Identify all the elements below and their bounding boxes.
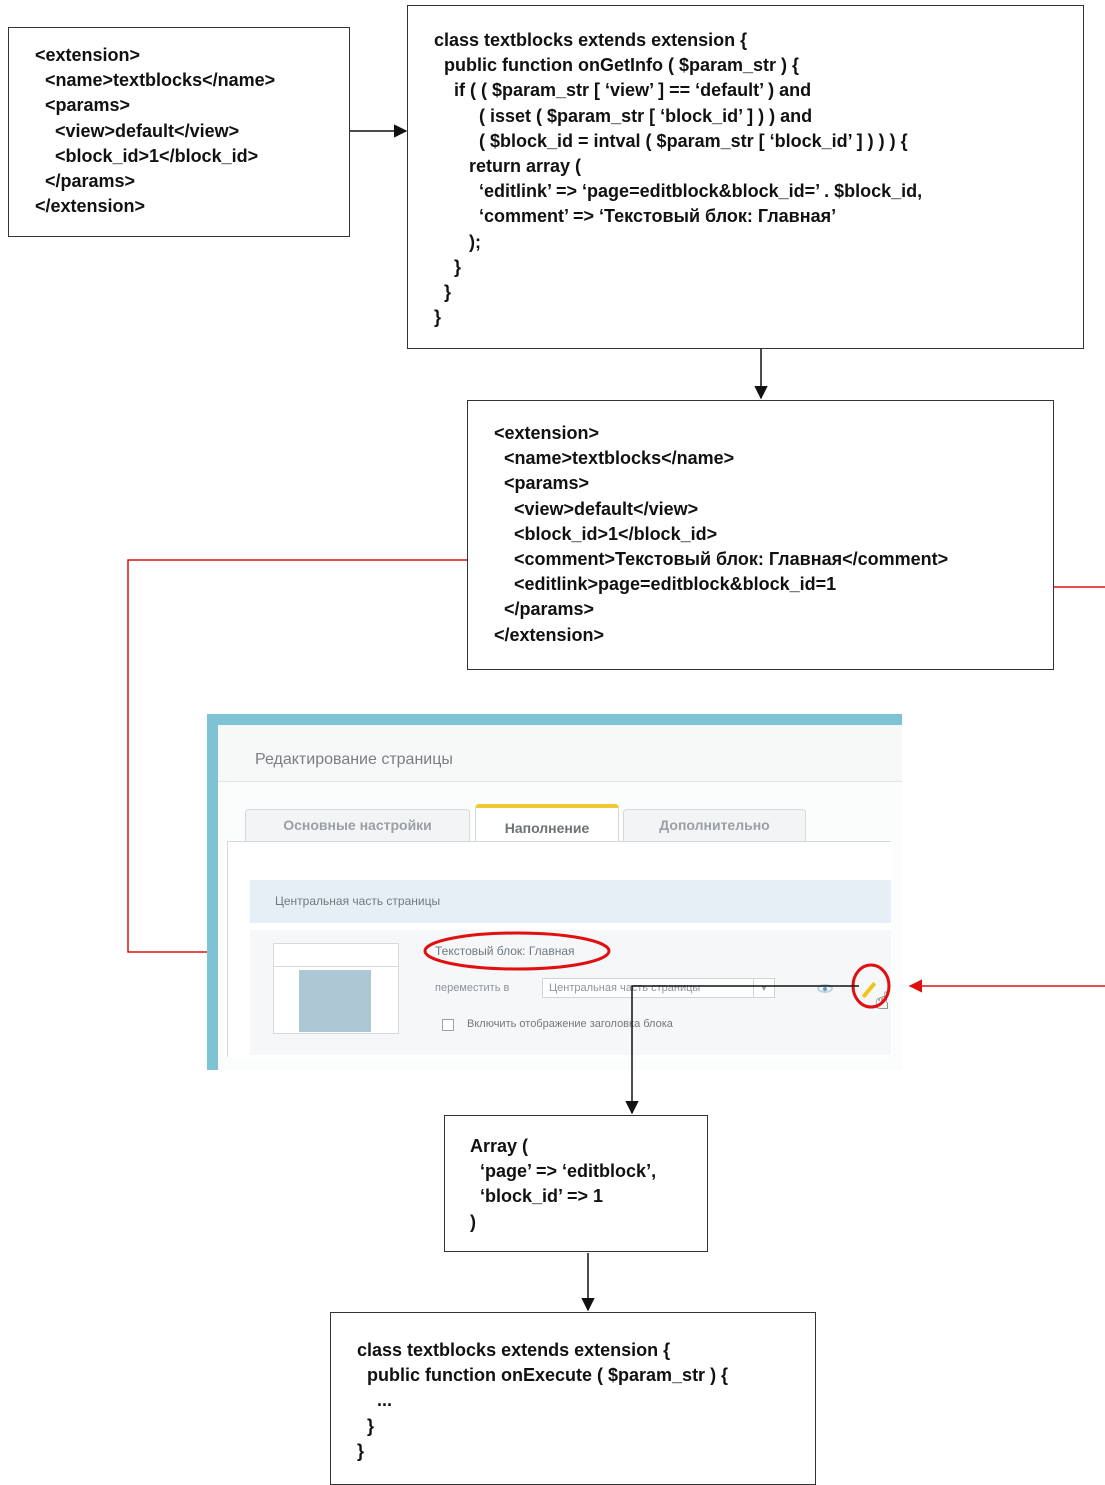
editor-header: Редактирование страницы xyxy=(218,725,902,782)
tab-basic-settings[interactable]: Основные настройки xyxy=(245,809,470,842)
get-info-box: class textblocks extends extension { pub… xyxy=(407,5,1084,349)
frame-top-bar xyxy=(207,714,902,725)
execute-box: class textblocks extends extension { pub… xyxy=(330,1312,816,1485)
eye-icon[interactable] xyxy=(817,984,833,993)
frame-left-bar xyxy=(207,714,218,1070)
area-title: Центральная часть страницы xyxy=(250,880,891,923)
manifest-line: </params> xyxy=(35,170,136,191)
block-name: Текстовый блок: Главная xyxy=(435,944,575,958)
manifest-line: <block_id>1</block_id> xyxy=(35,145,259,166)
block-thumbnail-header xyxy=(273,943,399,967)
manifest-line: </extension> xyxy=(35,196,146,217)
result-line: </extension> xyxy=(494,624,605,645)
result-line: <name>textblocks</name> xyxy=(494,448,735,469)
execute-line: } xyxy=(357,1440,365,1461)
chevron-down-icon: ▼ xyxy=(753,979,774,997)
tab-divider xyxy=(227,841,891,842)
get-info-line: } xyxy=(434,307,442,328)
get-info-line: ‘editlink’ => ‘page=editblock&block_id=’… xyxy=(434,181,923,202)
result-line: <view>default</view> xyxy=(494,498,699,519)
result-box: <extension> <name>textblocks</name> <par… xyxy=(467,400,1054,670)
manifest-line: <extension> xyxy=(35,45,141,65)
get-info-line: class textblocks extends extension { xyxy=(434,30,748,50)
get-info-line: ); xyxy=(434,231,481,252)
get-info-line: ( $block_id = intval ( $param_str [ ‘blo… xyxy=(434,130,908,151)
move-target-value: Центральная часть страницы xyxy=(549,982,701,994)
show-title-checkbox-label: Включить отображение заголовка блока xyxy=(467,1018,673,1030)
get-info-line: public function onGetInfo ( $param_str )… xyxy=(434,55,800,76)
result-line: <extension> xyxy=(494,423,600,443)
arrow-click-to-array xyxy=(625,985,859,1115)
block-name-highlight xyxy=(423,931,611,971)
get-info-line: ( isset ( $param_str [ ‘block_id’ ] ) ) … xyxy=(434,105,813,126)
block-thumbnail-fill xyxy=(299,970,371,1032)
page-title: Редактирование страницы xyxy=(255,751,453,768)
result-line: <comment>Текстовый блок: Главная</commen… xyxy=(494,548,949,569)
get-info-line: ‘comment’ => ‘Текстовый блок: Главная’ xyxy=(434,206,837,227)
array-line: ) xyxy=(470,1211,476,1232)
get-info-line: if ( ( $param_str [ ‘view’ ] == ‘default… xyxy=(434,80,812,101)
get-info-line: } xyxy=(434,256,462,277)
execute-line: public function onExecute ( $param_str )… xyxy=(357,1365,729,1386)
move-label: переместить в xyxy=(435,982,510,994)
page-editor-screenshot: Редактирование страницы Основные настрой… xyxy=(207,712,902,1070)
show-title-checkbox[interactable] xyxy=(442,1019,454,1031)
manifest-box: <extension> <name>textblocks</name> <par… xyxy=(8,27,350,237)
move-target-select[interactable]: Центральная часть страницы ▼ xyxy=(542,978,775,998)
array-box: Array ( ‘page’ => ‘editblock’, ‘block_id… xyxy=(444,1115,708,1252)
result-line: </params> xyxy=(494,599,595,620)
result-line: <editlink>page=editblock&block_id=1 xyxy=(494,574,837,595)
manifest-line: <name>textblocks</name> xyxy=(35,70,276,91)
array-line: ‘block_id’ => 1 xyxy=(470,1186,604,1207)
execute-line: } xyxy=(357,1415,375,1436)
eye-pupil xyxy=(823,987,827,991)
tab-content[interactable]: Наполнение xyxy=(475,804,619,842)
get-info-line: return array ( xyxy=(434,155,582,176)
execute-line: ... xyxy=(357,1390,393,1411)
manifest-line: <view>default</view> xyxy=(35,120,240,141)
array-line: Array ( xyxy=(470,1136,529,1156)
manifest-line: <params> xyxy=(35,95,131,116)
get-info-line: } xyxy=(434,281,452,302)
result-line: <params> xyxy=(494,473,590,494)
array-line: ‘page’ => ‘editblock’, xyxy=(470,1161,657,1182)
tab-additional[interactable]: Дополнительно xyxy=(623,809,806,842)
execute-line: class textblocks extends extension { xyxy=(357,1340,671,1360)
result-line: <block_id>1</block_id> xyxy=(494,523,718,544)
